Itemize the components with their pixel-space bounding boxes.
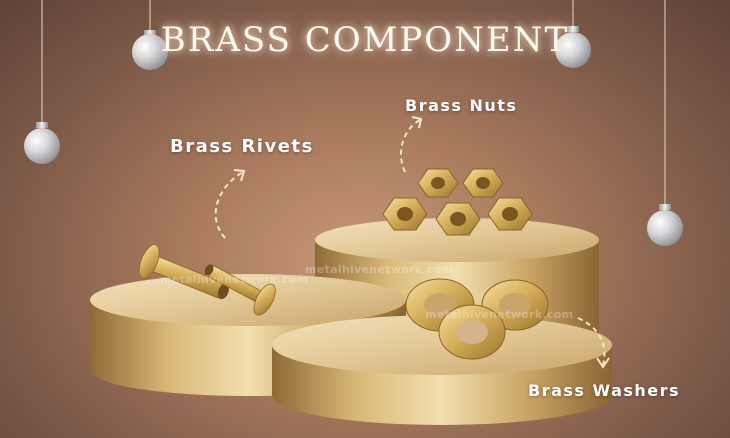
watermark-right: metalhivenetwork.com	[425, 308, 574, 321]
ornament-right	[647, 0, 683, 246]
brass-nuts	[382, 168, 533, 236]
label-brass-rivets: Brass Rivets	[170, 136, 314, 157]
label-brass-washers: Brass Washers	[528, 381, 681, 400]
brass-rivets	[138, 244, 276, 316]
ornament-top-right	[555, 0, 591, 68]
ornament-top-left	[132, 0, 168, 70]
arrow-nuts-icon	[400, 116, 423, 173]
brass-washers	[405, 278, 549, 360]
watermark-left: metalhivenetwork.com	[160, 273, 309, 286]
arrow-rivets-icon	[214, 169, 246, 239]
watermark-center: metalhivenetwork.com	[305, 263, 454, 276]
label-brass-nuts: Brass Nuts	[405, 96, 518, 115]
banner-title: BRASS COMPONENT	[160, 20, 570, 60]
podium-right	[272, 315, 612, 425]
arrow-washers-icon	[577, 317, 610, 369]
ornament-left	[24, 0, 60, 164]
